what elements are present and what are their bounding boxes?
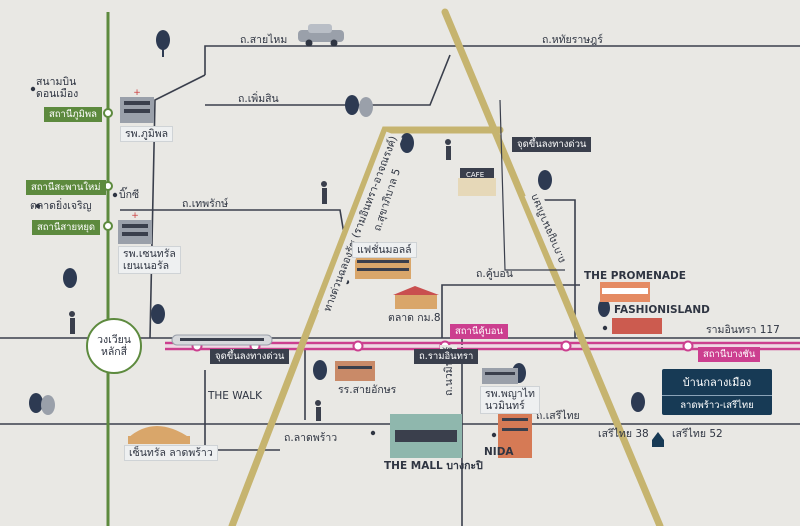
person-icon <box>445 139 451 160</box>
station-tag-saphan-mai: สถานีสะพานใหม่ <box>26 180 106 195</box>
place-talat-km8: ตลาด กม.8 <box>388 312 441 324</box>
place-cafe: CAFE <box>466 171 485 179</box>
station-tag-sai-yut: สถานีสายหยุด <box>32 220 101 235</box>
place-expressway-exit-top: จุดขึ้นลงทางด่วน <box>512 137 592 152</box>
the-mall-building-icon <box>390 414 462 458</box>
expressway <box>228 8 664 526</box>
place-central-ladprao: เซ็นทรัล ลาดพร้าว <box>124 445 218 461</box>
svg-text:+: + <box>133 88 141 98</box>
svg-text:+: + <box>131 211 139 221</box>
place-sai-aksorn: รร.สายอักษร <box>338 384 397 396</box>
station-dot <box>103 221 113 231</box>
place-promenade: THE PROMENADE <box>584 270 686 282</box>
tree-icon <box>631 392 645 412</box>
place-don-mueang: สนามบิน ดอนเมือง <box>36 76 79 100</box>
road-label-lat-phrao: ถ.ลาดพร้าว <box>284 432 338 444</box>
fashion-island-building-icon <box>612 318 662 334</box>
station-dot <box>682 340 694 352</box>
place-nida: NIDA <box>484 446 514 458</box>
sai-aksorn-building-icon <box>335 361 375 381</box>
person-icon <box>315 400 321 421</box>
project-callout: บ้านกลางเมือง ลาดพร้าว-เสรีไทย <box>662 369 772 415</box>
market-km8-icon <box>393 286 439 309</box>
green-line-stations <box>103 108 113 231</box>
road-khu-bon <box>441 284 580 338</box>
road-label-seri-thai-38: เสรีไทย 38 <box>598 428 649 440</box>
callout-title: บ้านกลางเมือง <box>682 376 752 389</box>
lak-si-circle-label: วงเวียน หลักสี่ <box>97 334 131 358</box>
person-icon <box>69 311 75 334</box>
car-icon <box>298 24 344 47</box>
bhumibol-hospital-building-icon: + <box>120 88 154 123</box>
people <box>69 139 451 421</box>
road-phoem-sin <box>205 54 451 106</box>
promenade-building-icon <box>600 282 650 302</box>
tree-icon <box>345 95 373 117</box>
tree-icon <box>151 304 165 324</box>
monorail-train-icon <box>171 334 273 346</box>
place-central-hospital: รพ.เซนทรัล เยนเนอรัล <box>118 246 181 274</box>
place-fashion-mall: แฟชั่นมอลล์ <box>352 242 417 258</box>
trees <box>29 30 645 415</box>
station-dot <box>352 340 364 352</box>
road-label-sai-mai: ถ.สายไหม <box>240 34 288 46</box>
place-bhumibol-hospital: รพ.ภูมิพล <box>120 126 174 142</box>
road-tag-ram-inthra: ถ.รามอินทรา <box>414 349 479 364</box>
place-yingcharoen-market: ตลาดยิ่งเจริญ <box>30 200 92 212</box>
road-label-seri-thai-52: เสรีไทย 52 <box>672 428 723 440</box>
place-fashion-island: FASHIONISLAND <box>614 304 710 316</box>
central-hospital-building-icon: + <box>118 211 152 244</box>
road-east-connector <box>540 199 576 338</box>
expressway-kanchanaphisek <box>441 8 664 526</box>
buildings: + + <box>118 88 662 458</box>
station-tag-khu-bon: สถานีคู้บอน <box>450 324 508 339</box>
nida-building-icon <box>498 412 532 458</box>
place-expressway-exit-bottom: จุดขึ้นลงทางด่วน <box>210 349 290 364</box>
station-tag-bang-chan: สถานีบางชัน <box>698 347 761 362</box>
tree-icon <box>598 299 610 317</box>
callout-subtitle: ลาดพร้าว-เสรีไทย <box>662 395 772 413</box>
cafe-building-icon <box>458 168 496 196</box>
place-big-c: บิ๊กซี <box>119 189 140 201</box>
tree-icon <box>63 268 77 288</box>
road-label-seri-thai: ถ.เสรีไทย <box>536 410 580 422</box>
phyathai-hospital-building-icon <box>482 368 518 384</box>
road-label-khu-bon: ถ.คู้บอน <box>476 268 513 280</box>
person-icon <box>321 181 327 204</box>
place-phyathai-hospital: รพ.พญาไท นวมินทร์ <box>480 386 540 414</box>
place-the-walk: THE WALK <box>208 390 263 402</box>
road-thep-rak <box>120 209 346 241</box>
fashion-mall-building-icon <box>355 255 411 279</box>
tree-icon <box>156 30 170 57</box>
place-lak-si-circle: วงเวียน หลักสี่ <box>86 318 142 374</box>
road-label-ram-inthra-117: รามอินทรา 117 <box>706 324 780 336</box>
road-sai-mai <box>204 45 800 75</box>
station-tag-phahon: สถานีภูมิพล <box>44 107 102 122</box>
tree-icon <box>400 133 414 153</box>
tree-icon <box>313 360 327 380</box>
station-dot <box>560 340 572 352</box>
tree-icon <box>29 393 55 415</box>
tree-icon <box>538 170 552 190</box>
road-label-thep-rak: ถ.เทพรักษ์ <box>182 198 229 210</box>
road-label-phoem-sin: ถ.เพิ่มสิน <box>238 93 279 105</box>
expressway-chalong-rat <box>228 126 504 526</box>
road-label-hathai-rat: ถ.หทัยราษฎร์ <box>542 34 603 46</box>
central-ladprao-building-icon <box>128 426 190 444</box>
home-pin-icon <box>652 432 664 447</box>
place-the-mall: THE MALL บางกะปิ <box>384 460 483 472</box>
station-dot <box>103 108 113 118</box>
